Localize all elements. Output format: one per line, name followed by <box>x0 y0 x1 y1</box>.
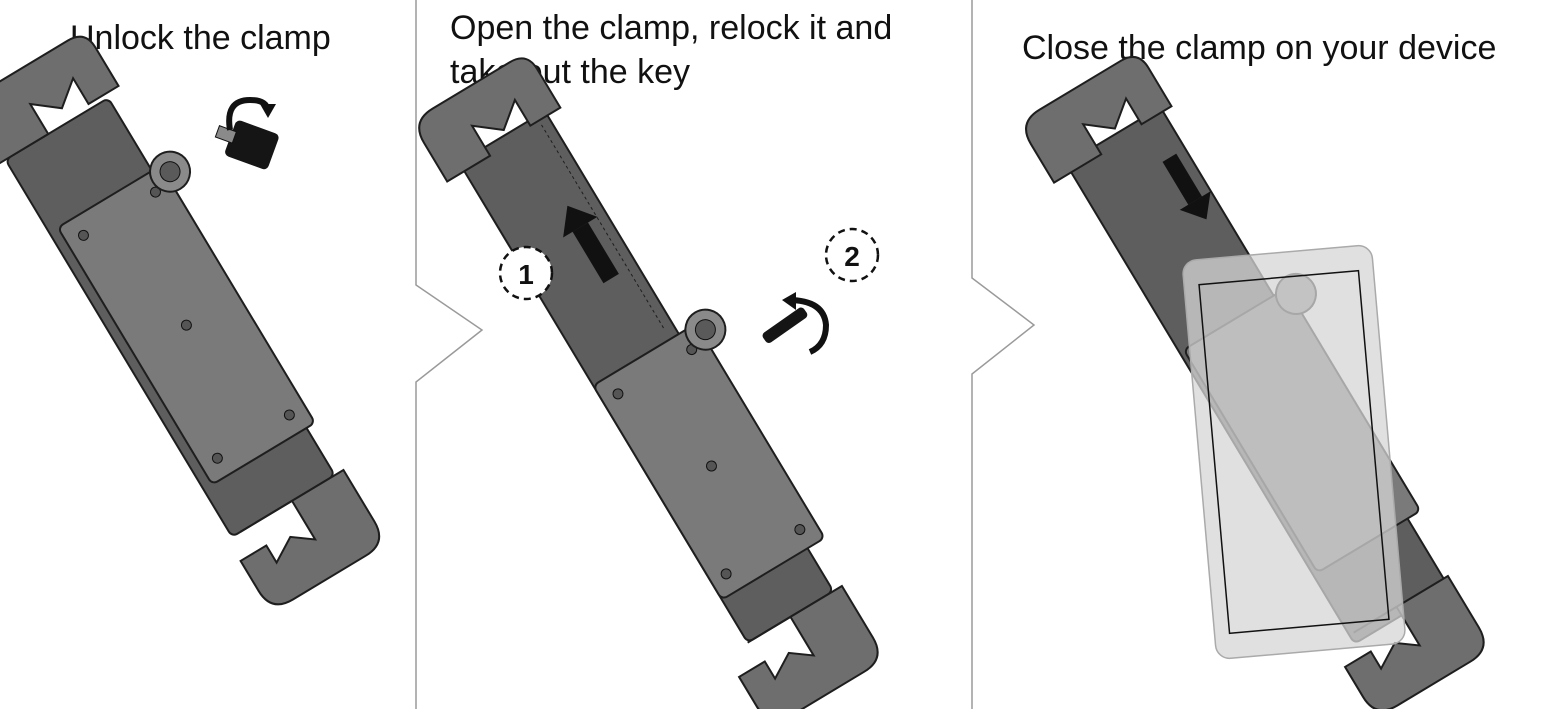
step-marker-2-label: 2 <box>844 241 860 272</box>
key-icon <box>761 306 809 345</box>
step-marker-1-label: 1 <box>518 259 534 290</box>
step-marker-1: 1 <box>500 247 552 299</box>
step-1-illustration <box>0 0 416 709</box>
step-3-panel: Close the clamp on your device <box>972 0 1558 709</box>
clamp-device-open <box>407 36 916 709</box>
step-marker-2: 2 <box>826 229 878 281</box>
step-3-illustration <box>972 0 1558 709</box>
step-2-panel: Open the clamp, relock it and take out t… <box>416 0 972 709</box>
step-2-illustration: 1 2 <box>416 0 972 709</box>
tablet-device <box>1182 244 1406 659</box>
clamp-device <box>0 20 409 618</box>
step-1-panel: Unlock the clamp <box>0 0 416 709</box>
key-icon <box>211 114 280 170</box>
